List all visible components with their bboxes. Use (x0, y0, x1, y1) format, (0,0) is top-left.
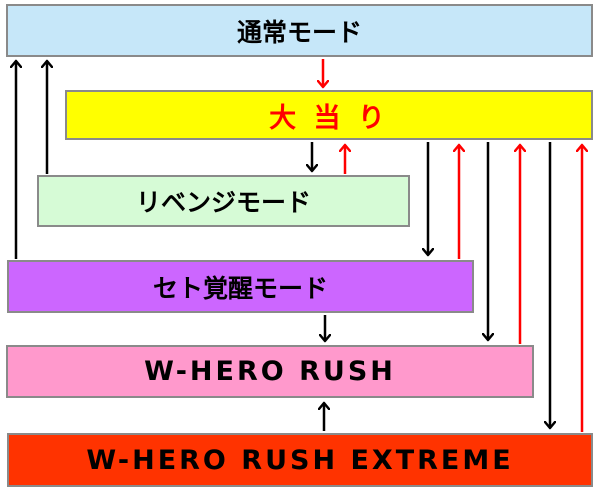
node-w-hero-rush-label: W-HERO RUSH (144, 356, 396, 387)
node-w-hero-rush-extreme-label: W-HERO RUSH EXTREME (86, 444, 514, 476)
node-set-awakening-mode-label: セト覚醒モード (152, 273, 328, 303)
node-w-hero-rush-extreme: W-HERO RUSH EXTREME (7, 433, 593, 487)
node-normal-mode: 通常モード (6, 4, 593, 57)
node-normal-mode-label: 通常モード (236, 17, 362, 47)
node-jackpot-label: 大 当 り (269, 102, 389, 134)
node-w-hero-rush: W-HERO RUSH (6, 345, 534, 398)
node-set-awakening-mode: セト覚醒モード (7, 260, 474, 313)
node-revenge-mode: リベンジモード (37, 175, 410, 227)
node-revenge-mode-label: リベンジモード (135, 188, 311, 217)
node-jackpot: 大 当 り (65, 90, 593, 140)
